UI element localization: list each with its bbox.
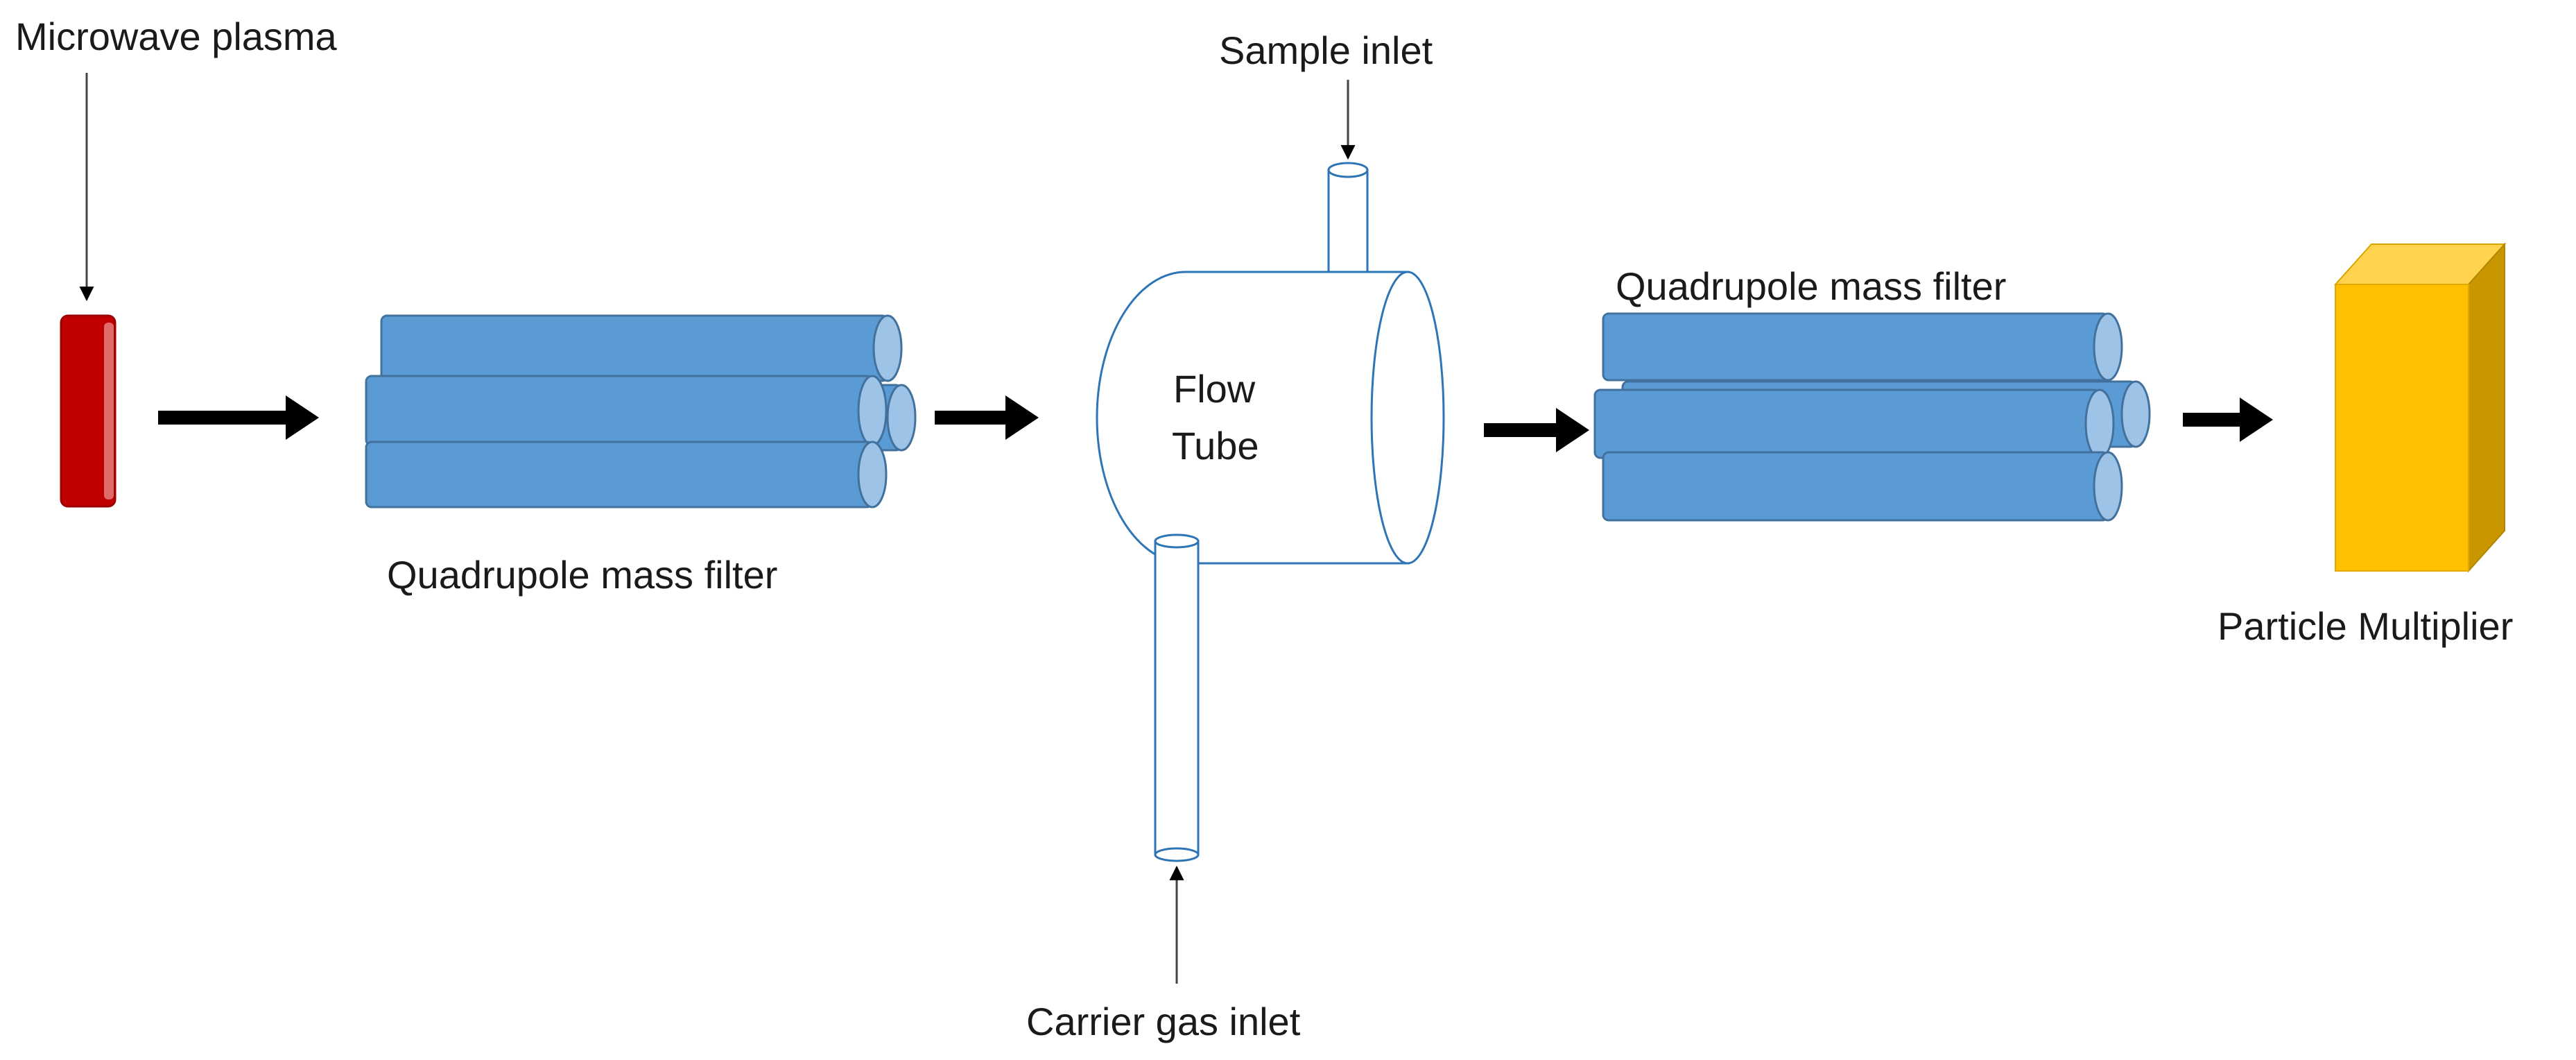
flow-tube-body [1096, 271, 1409, 565]
detector-front-face [2335, 284, 2469, 572]
flow-arrow-4 [2183, 398, 2273, 442]
quadrupole-mass-filter-1 [365, 314, 917, 508]
particle-multiplier-label: Particle Multiplier [2218, 604, 2513, 648]
carrier-gas-inlet-pipe [1154, 540, 1200, 856]
flow-arrow-3 [1484, 408, 1589, 452]
sample-inlet-label: Sample inlet [1219, 28, 1433, 72]
microwave-plasma-source [60, 73, 116, 508]
carrier-gas-inlet-label: Carrier gas inlet [1026, 1000, 1301, 1043]
flow-tube-end [1370, 271, 1445, 565]
particle-multiplier-detector [2333, 242, 2507, 573]
quadrupole-2-label: Quadrupole mass filter [1616, 264, 2006, 308]
flow-tube-label-line2: Tube [1172, 424, 1259, 468]
flow-tube [1096, 162, 1445, 862]
sample-inlet-pipe [1327, 169, 1369, 277]
flow-arrow-1 [158, 395, 319, 440]
plasma-disc-highlight [104, 323, 114, 499]
quadrupole-1-label: Quadrupole mass filter [387, 553, 777, 597]
flow-arrow-2 [935, 395, 1039, 440]
plasma-disc [60, 314, 116, 508]
quadrupole-mass-filter-2 [1593, 312, 2151, 522]
microwave-plasma-label: Microwave plasma [15, 15, 338, 58]
detector-side-face [2468, 242, 2505, 573]
flow-tube-label-line1: Flow [1173, 367, 1256, 411]
